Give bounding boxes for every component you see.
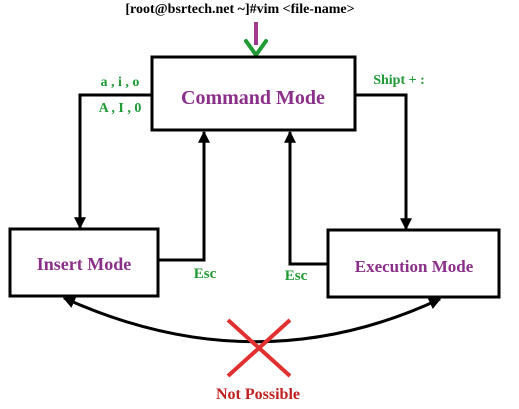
insert-keys-lower-label: a , i , o bbox=[101, 75, 140, 90]
shift-colon-label: Shipt + : bbox=[373, 73, 425, 88]
edge-command-to-execution bbox=[355, 93, 412, 231]
edge-insert-execution-impossible bbox=[62, 296, 442, 344]
edge-command-to-insert bbox=[74, 93, 152, 230]
insert-keys-upper-label: A , I , 0 bbox=[99, 101, 142, 116]
entry-arrow bbox=[244, 22, 268, 57]
insert-mode-node: Insert Mode bbox=[8, 227, 160, 298]
execution-mode-label: Execution Mode bbox=[355, 257, 474, 276]
not-possible-cross-icon bbox=[226, 318, 292, 378]
command-prompt-text: [root@bsrtech.net ~]#vim <file-name> bbox=[125, 2, 354, 17]
execution-mode-node: Execution Mode bbox=[326, 228, 501, 299]
insert-mode-label: Insert Mode bbox=[37, 254, 131, 274]
esc-from-execution-label: Esc bbox=[285, 268, 308, 284]
not-possible-label: Not Possible bbox=[216, 386, 300, 403]
command-mode-node: Command Mode bbox=[150, 55, 357, 132]
command-mode-label: Command Mode bbox=[181, 87, 325, 109]
edge-insert-to-command bbox=[158, 130, 210, 262]
esc-from-insert-label: Esc bbox=[194, 266, 217, 282]
edge-execution-to-command bbox=[284, 130, 328, 266]
